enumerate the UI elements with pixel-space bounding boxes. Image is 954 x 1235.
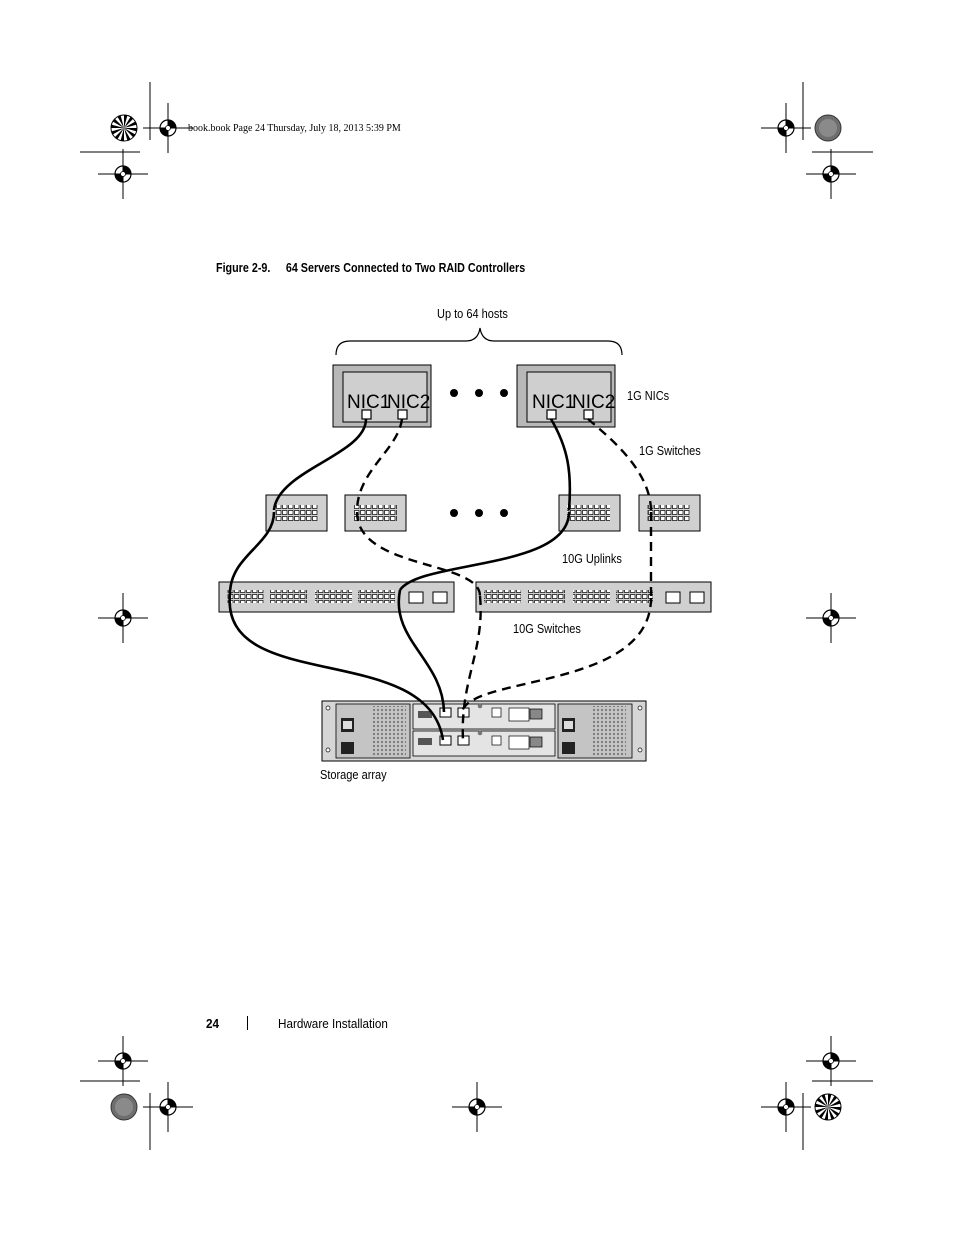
switch-10g-1 bbox=[218, 581, 455, 613]
switch-1g-4 bbox=[638, 494, 701, 532]
uplinks-label: 10G Uplinks bbox=[562, 552, 622, 566]
hosts-brace bbox=[335, 327, 623, 356]
server-2: NIC1 NIC2 bbox=[516, 364, 616, 428]
switches-1g-label: 1G Switches bbox=[639, 444, 701, 458]
cable-s1nic1-to-sw1 bbox=[272, 418, 368, 511]
cable-sw1-to-10g1 bbox=[228, 511, 276, 595]
server-2-nic2-label: NIC2 bbox=[572, 392, 615, 413]
storage-array bbox=[321, 700, 647, 762]
server-1: NIC1 NIC2 bbox=[332, 364, 432, 428]
server-1-nic1-port bbox=[361, 409, 372, 420]
figure-number: Figure 2-9. bbox=[216, 261, 271, 275]
cable-s2nic1-to-sw3 bbox=[549, 418, 572, 511]
page-number: 24 bbox=[206, 1016, 220, 1031]
server-2-nic2-port bbox=[583, 409, 594, 420]
cable-sw3-to-10g1 bbox=[398, 511, 571, 591]
server-2-nic1-label: NIC1 bbox=[532, 392, 575, 413]
server-1-nic1-label: NIC1 bbox=[347, 392, 390, 413]
cable-10g1-to-ctrl0 bbox=[397, 589, 446, 713]
dashed-cables bbox=[355, 418, 653, 741]
switches-ellipsis bbox=[450, 509, 508, 517]
cable-10g1-to-ctrl1 bbox=[228, 593, 445, 741]
cable-s1nic2-to-sw2 bbox=[355, 418, 404, 511]
server-2-nic1-port bbox=[546, 409, 557, 420]
cable-sw2-to-10g2 bbox=[355, 511, 482, 597]
hosts-label: Up to 64 hosts bbox=[437, 307, 508, 321]
figure-title: 64 Servers Connected to Two RAID Control… bbox=[285, 261, 526, 275]
server-1-nic2-port bbox=[397, 409, 408, 420]
footer-separator bbox=[247, 1016, 248, 1030]
section-title: Hardware Installation bbox=[278, 1016, 388, 1031]
switches-10g-label: 10G Switches bbox=[513, 622, 581, 636]
servers-ellipsis bbox=[450, 389, 508, 397]
solid-cables bbox=[228, 418, 572, 741]
cable-10g2-to-ctrl0 bbox=[460, 597, 653, 713]
controller-1-port-1 bbox=[439, 735, 452, 746]
nics-label: 1G NICs bbox=[627, 389, 670, 403]
storage-array-label: Storage array bbox=[320, 768, 387, 782]
switch-10g-2 bbox=[475, 581, 712, 613]
running-header: book.book Page 24 Thursday, July 18, 201… bbox=[188, 123, 401, 134]
controller-0-port-1 bbox=[439, 707, 452, 718]
cable-10g2-to-ctrl1 bbox=[461, 595, 482, 741]
switch-1g-2 bbox=[344, 494, 407, 532]
figure-caption: Figure 2-9. 64 Servers Connected to Two R… bbox=[216, 261, 525, 275]
server-1-nic2-label: NIC2 bbox=[387, 392, 430, 413]
